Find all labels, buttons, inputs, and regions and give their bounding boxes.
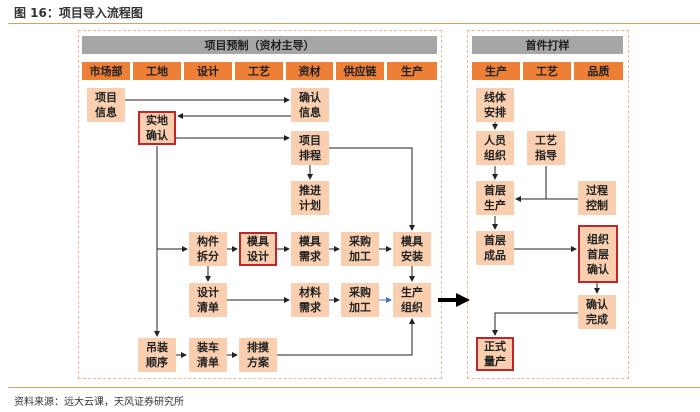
node-sheji-qingdan: 设计清单	[189, 283, 227, 317]
left-panel	[78, 30, 442, 379]
col-header: 资材	[286, 62, 333, 80]
col-header: 工地	[133, 62, 181, 80]
node-xiangmu-paicheng: 项目排程	[291, 131, 329, 165]
col-header: 设计	[184, 62, 232, 80]
node-shouceng-shengchan: 首层生产	[476, 181, 514, 215]
node-gongyi-zhidao: 工艺指导	[527, 131, 565, 165]
node-zhuangche-qingdan: 装车清单	[189, 338, 227, 372]
node-shouceng-chengpin: 首层成品	[476, 231, 514, 265]
node-shidi-queren: 实地确认	[138, 111, 176, 145]
node-muju-anzhuang: 模具安装	[393, 232, 431, 266]
col-header: 市场部	[82, 62, 130, 80]
right-panel	[467, 30, 629, 379]
figure-title: 图 16：项目导入流程图	[14, 6, 143, 20]
node-cailiao-xuqiu: 材料需求	[291, 283, 329, 317]
right-panel-header: 首件打样	[472, 36, 623, 54]
node-muju-xuqiu: 模具需求	[291, 232, 329, 266]
node-renyuan-zuzhi: 人员组织	[476, 131, 514, 165]
node-caigou-jiagong-1: 采购加工	[341, 232, 379, 266]
node-xiangmu-xinxi: 项目信息	[87, 88, 125, 122]
node-shengchan-zuzhi: 生产组织	[393, 283, 431, 317]
node-tuijin-jihua: 推进计划	[291, 181, 329, 215]
col-header: 工艺	[235, 62, 283, 80]
node-muju-sheji: 模具设计	[239, 232, 277, 266]
node-xianti-anpai: 线体安排	[476, 88, 514, 122]
node-paimo-fangan: 排摸方案	[239, 338, 277, 372]
node-queren-xinxi: 确认信息	[291, 88, 329, 122]
node-zuzhi-shouceng-queren: 组织首层确认	[578, 225, 618, 283]
col-header: 生产	[387, 62, 437, 80]
bottom-divider	[8, 387, 700, 388]
left-panel-header: 项目预制（资材主导）	[82, 36, 437, 54]
col-header: 工艺	[523, 62, 571, 80]
node-caigou-jiagong-2: 采购加工	[341, 283, 379, 317]
node-goujian-chaifen: 构件拆分	[189, 232, 227, 266]
col-header: 供应链	[336, 62, 384, 80]
col-header: 品质	[574, 62, 623, 80]
node-guocheng-kongzhi: 过程控制	[578, 181, 616, 215]
node-queren-wancheng: 确认完成	[578, 295, 616, 329]
node-diaozhuang-shunxu: 吊装顺序	[138, 338, 176, 372]
col-header: 生产	[472, 62, 520, 80]
node-zhengshi-liangchan: 正式量产	[476, 337, 514, 371]
top-divider	[8, 23, 700, 24]
source-note: 资料来源：远大云课，天风证券研究所	[14, 397, 184, 408]
